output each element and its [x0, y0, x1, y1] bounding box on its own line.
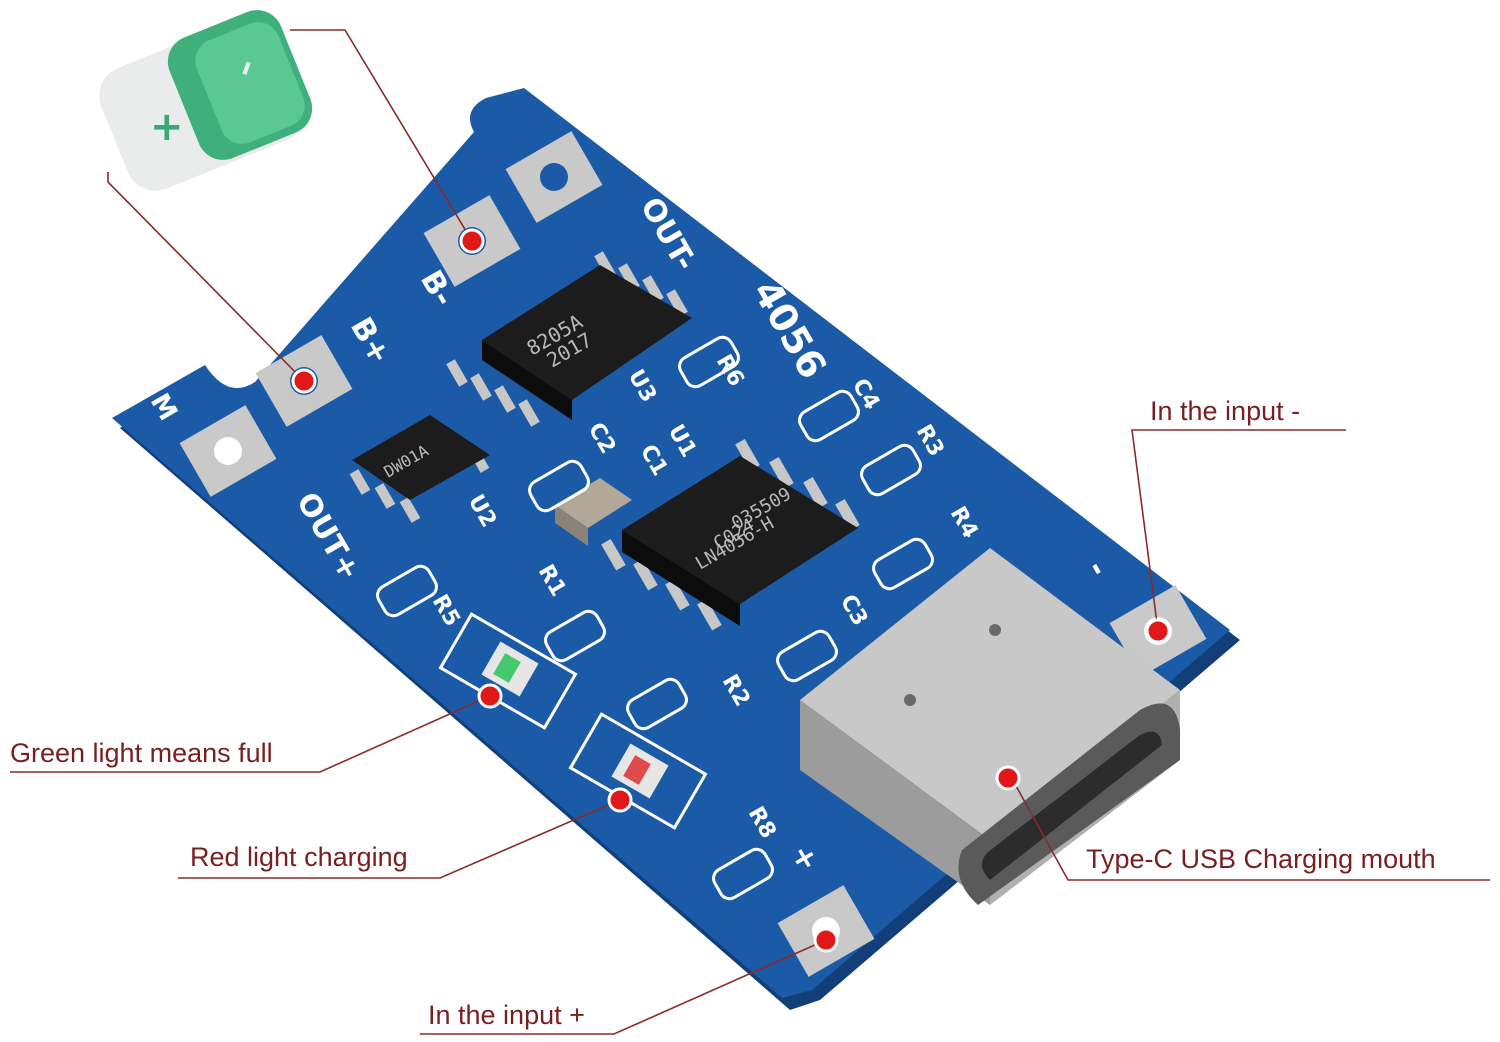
marker-red-light — [607, 787, 633, 813]
marker-input-minus — [1145, 618, 1171, 644]
leader-input-minus — [1131, 429, 1346, 632]
callout-green-light: Green light means full — [10, 738, 273, 768]
marker-b-plus — [291, 368, 317, 394]
chip-u1: LN4056-H C024 035509 — [601, 439, 860, 631]
leader-lines — [10, 29, 1490, 1035]
leader-b-minus — [290, 29, 473, 242]
chip-u2: DW01A — [349, 415, 490, 523]
callout-typec: Type-C USB Charging mouth — [1086, 844, 1436, 874]
pad-out-minus — [505, 131, 603, 223]
chip-u3: 8205A 2017 — [446, 251, 692, 427]
pad-out-plus — [179, 405, 277, 497]
marker-green-light — [477, 683, 503, 709]
battery-plus-label: + — [150, 104, 184, 150]
usb-typec-connector — [800, 548, 1180, 905]
marker-typec — [995, 765, 1021, 791]
leader-typec — [1009, 774, 1490, 881]
callout-labels: In the input - Green light means full Re… — [10, 396, 1436, 1030]
smd-components — [376, 335, 934, 901]
markers — [291, 228, 1171, 953]
callout-input-plus: In the input + — [428, 1000, 585, 1030]
leader-b-plus — [107, 172, 305, 382]
callout-red-light: Red light charging — [190, 842, 408, 872]
leader-red-light — [178, 799, 621, 879]
marker-b-minus — [459, 228, 485, 254]
capacitor — [555, 478, 632, 546]
callout-input-minus: In the input - — [1150, 396, 1300, 426]
battery-icon: + – — [99, 10, 313, 191]
leader-green-light — [10, 695, 491, 773]
leader-input-plus — [420, 939, 827, 1035]
marker-input-plus — [813, 927, 839, 953]
